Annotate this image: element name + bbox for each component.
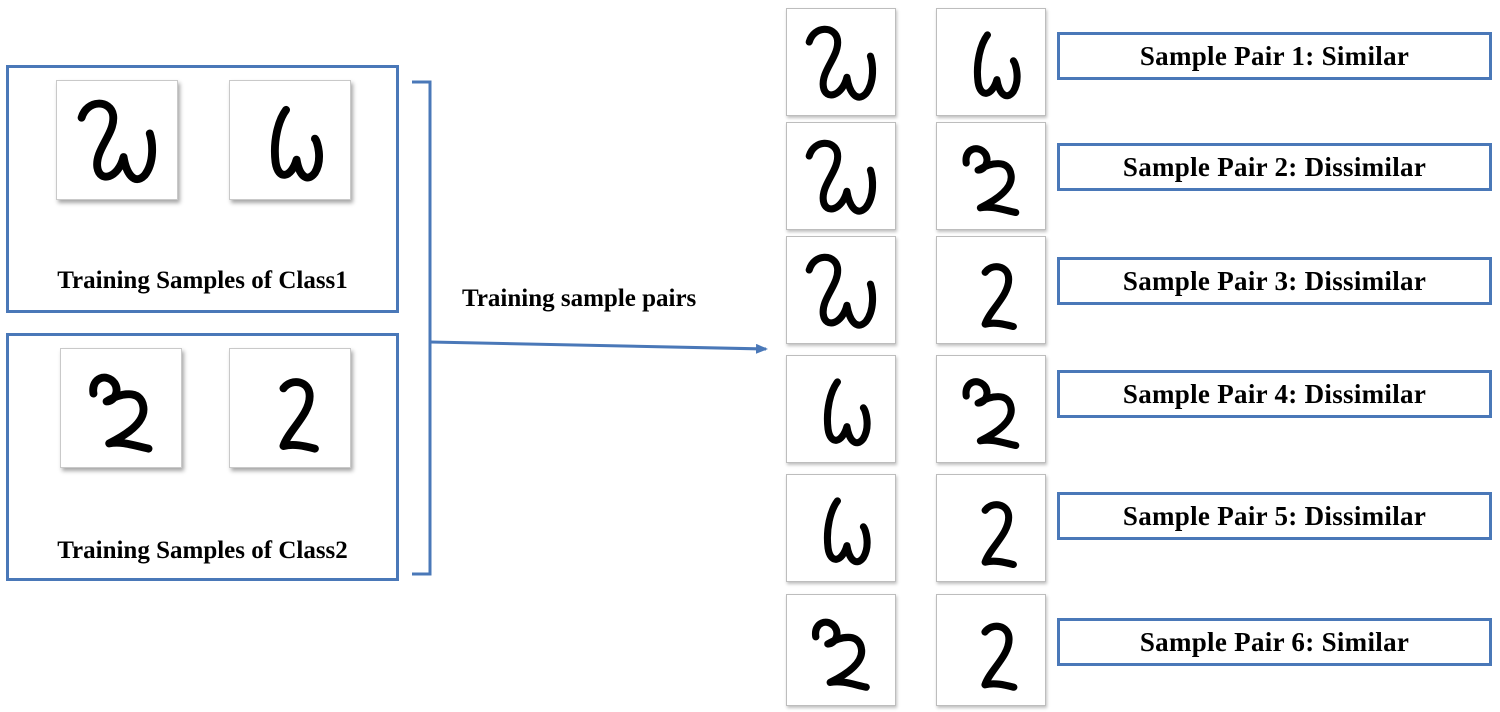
pair-6-left-sample [786,594,896,706]
pair-3-label: Sample Pair 3: Dissimilar [1057,257,1492,305]
class2-label: Training Samples of Class2 [57,537,348,564]
pair-4-label: Sample Pair 4: Dissimilar [1057,370,1492,418]
class1-group [6,65,399,313]
pair-4-right-sample [936,355,1046,463]
pair-5-left-sample [786,474,896,582]
class1-label: Training Samples of Class1 [57,267,348,294]
pair-1-label: Sample Pair 1: Similar [1057,32,1492,80]
pair-6-label: Sample Pair 6: Similar [1057,618,1492,666]
class1-sample-1 [56,80,178,200]
class2-group [6,333,399,581]
pair-3-left-sample [786,236,896,344]
pair-6-right-sample [936,594,1046,706]
pair-3-right-sample [936,236,1046,344]
pair-4-left-sample [786,355,896,463]
bracket-icon [412,80,432,576]
pair-2-label: Sample Pair 2: Dissimilar [1057,143,1492,191]
class1-sample-2 [229,80,351,200]
pair-1-left-sample [786,8,896,116]
pair-5-label: Sample Pair 5: Dissimilar [1057,492,1492,540]
class2-sample-2 [229,348,351,468]
arrow-line [429,340,768,354]
pair-1-right-sample [936,8,1046,116]
class2-sample-1 [60,348,182,468]
pairs-arrow-label: Training sample pairs [462,285,697,312]
pair-2-right-sample [936,122,1046,230]
pair-5-right-sample [936,474,1046,582]
pair-2-left-sample [786,122,896,230]
